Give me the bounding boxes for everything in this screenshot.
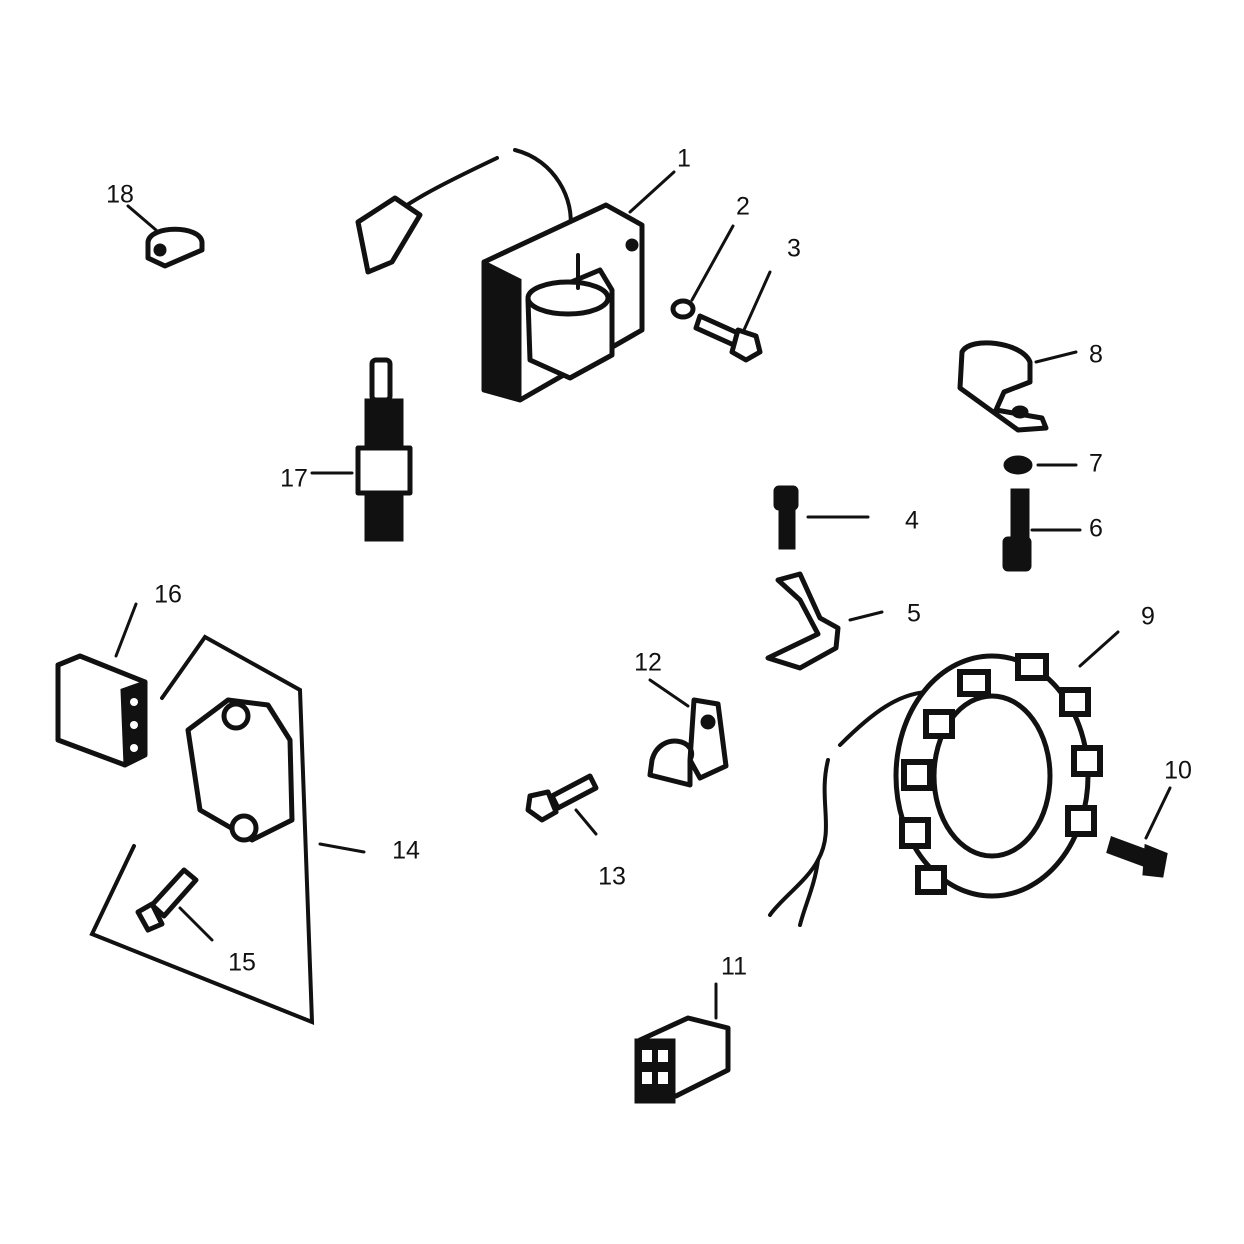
- part-2-washer: [670, 298, 696, 320]
- callout-6: 6: [1089, 515, 1103, 543]
- part-11-connector: [634, 1015, 731, 1104]
- callout-3: 3: [787, 235, 801, 263]
- part-12-clamp: [647, 697, 729, 788]
- callout-13: 13: [598, 863, 626, 891]
- callout-8: 8: [1089, 341, 1103, 369]
- callout-14: 14: [392, 837, 420, 865]
- part-16-rectifier: [55, 653, 148, 768]
- callout-11: 11: [721, 953, 747, 981]
- part-7-washer: [1003, 455, 1033, 475]
- part-3-bolt: [693, 313, 763, 363]
- callout-12: 12: [634, 649, 662, 677]
- callout-5: 5: [907, 600, 921, 628]
- callout-2: 2: [736, 193, 750, 221]
- part-8-clamp: [957, 340, 1049, 433]
- callout-17: 17: [280, 465, 308, 493]
- part-9-stator: [768, 653, 1103, 927]
- part-14-control-module: [89, 634, 315, 1025]
- callout-15: 15: [228, 949, 256, 977]
- callout-4: 4: [905, 507, 919, 535]
- part-5-bracket: [765, 571, 841, 671]
- callout-9: 9: [1141, 603, 1155, 631]
- part-4-screw: [773, 485, 799, 550]
- callout-18: 18: [106, 181, 134, 209]
- callout-10: 10: [1164, 757, 1192, 785]
- part-15-bolt: [135, 867, 199, 933]
- callout-7: 7: [1089, 450, 1103, 478]
- callout-labels: 1 2 3 4 5 6 7 8 9 10 11 12 13 14 15 16 1…: [106, 145, 1192, 981]
- part-1-ignition-coil: [355, 148, 645, 403]
- callout-1: 1: [677, 145, 691, 173]
- part-6-screw: [1002, 488, 1032, 572]
- part-17-spark-plug: [355, 357, 413, 542]
- part-18-clip: [145, 226, 205, 269]
- part-13-bolt: [525, 773, 599, 823]
- leader-lines: [114, 170, 1172, 1020]
- part-10-screw: [1106, 836, 1168, 878]
- callout-16: 16: [154, 581, 182, 609]
